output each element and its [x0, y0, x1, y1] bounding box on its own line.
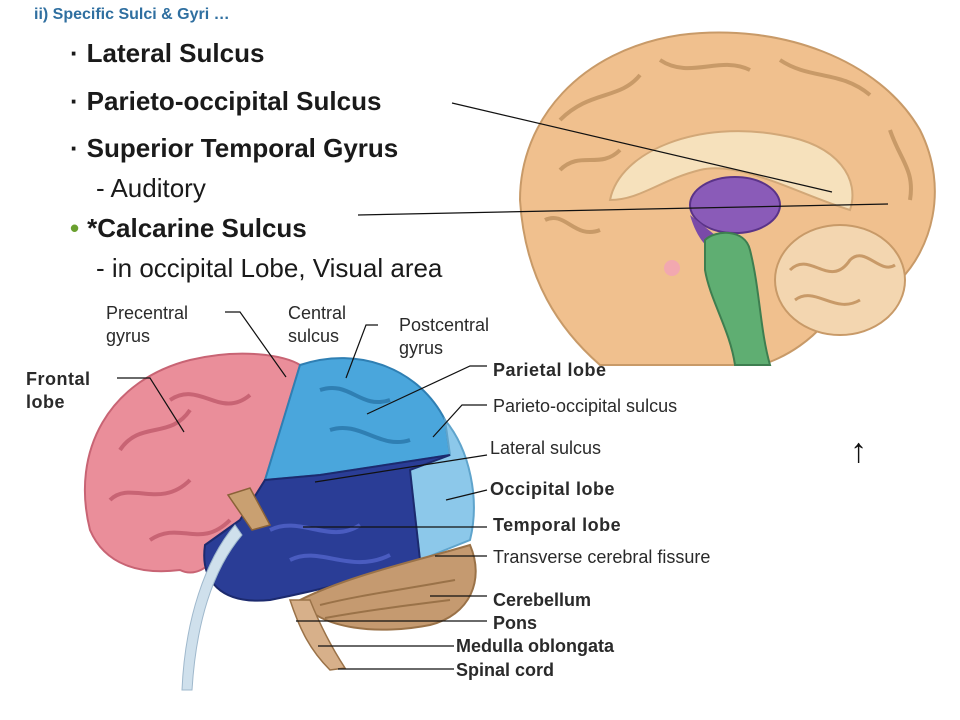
- brainstem-lateral: [288, 599, 347, 671]
- label-line: Central: [288, 303, 347, 323]
- label-line: Postcentral: [399, 315, 490, 335]
- leader-lines: [117, 102, 889, 670]
- arrow-up-icon: ↑: [850, 432, 867, 470]
- label-spinal-cord: Spinal cord: [456, 660, 555, 680]
- label-line: gyrus: [106, 326, 151, 346]
- label-temporal-lobe: Temporal lobe: [493, 515, 622, 535]
- bullet-lateral-sulcus: ·Lateral Sulcus: [70, 38, 264, 69]
- label-lateral-sulcus: Lateral sulcus: [490, 438, 602, 458]
- bullet-parieto-occipital-sulcus: ·Parieto-occipital Sulcus: [70, 86, 381, 117]
- bullet-dot: •: [70, 213, 80, 243]
- label-occipital-lobe: Occipital lobe: [490, 479, 616, 499]
- bullet-dot: ·: [70, 133, 79, 163]
- thalamus: [689, 176, 781, 234]
- bullet-superior-temporal-gyrus: ·Superior Temporal Gyrus: [70, 133, 398, 164]
- brainstem: [704, 231, 772, 366]
- bullet-text: Lateral Sulcus: [86, 38, 265, 68]
- corpus-callosum: [608, 130, 854, 212]
- sub-bullet-auditory: - Auditory: [96, 173, 206, 203]
- label-pons: Pons: [493, 613, 538, 633]
- label-parietal-lobe: Parietal lobe: [493, 360, 607, 380]
- bullet-calcarine-sulcus: •*Calcarine Sulcus: [70, 213, 307, 244]
- label-frontal-lobe: Frontal lobe: [26, 368, 91, 414]
- label-transverse-cerebral-fissure: Transverse cerebral fissure: [493, 547, 711, 567]
- spinal-cord-lateral: [181, 524, 243, 691]
- label-precentral-gyrus: Precentral gyrus: [106, 302, 188, 348]
- label-line: sulcus: [288, 326, 340, 346]
- midsagittal-brain-illustration: [518, 31, 936, 366]
- label-medulla-oblongata: Medulla oblongata: [456, 636, 615, 656]
- slide-header: ii) Specific Sulci & Gyri …: [34, 6, 230, 23]
- label-line: Precentral: [106, 303, 189, 323]
- label-cerebellum: Cerebellum: [493, 590, 592, 610]
- cerebellum-region: [298, 543, 477, 631]
- lateral-brain-illustration: [83, 352, 477, 691]
- cerebellum-midsagittal: [774, 224, 906, 336]
- sub-bullet-visual-area: - in occipital Lobe, Visual area: [96, 253, 443, 283]
- label-line: lobe: [26, 392, 66, 412]
- bullet-dot: ·: [70, 86, 79, 116]
- bullet-text: Superior Temporal Gyrus: [86, 133, 399, 163]
- bullet-text: *Calcarine Sulcus: [87, 213, 307, 243]
- label-line: Frontal: [26, 369, 91, 389]
- bullet-dot: ·: [70, 38, 79, 68]
- label-postcentral-gyrus: Postcentral gyrus: [399, 314, 489, 360]
- label-line: gyrus: [399, 338, 444, 358]
- frontal-lobe-region: [83, 352, 302, 574]
- label-central-sulcus: Central sulcus: [288, 302, 346, 348]
- label-parieto-occipital-sulcus: Parieto-occipital sulcus: [493, 396, 678, 416]
- bullet-text: Parieto-occipital Sulcus: [86, 86, 382, 116]
